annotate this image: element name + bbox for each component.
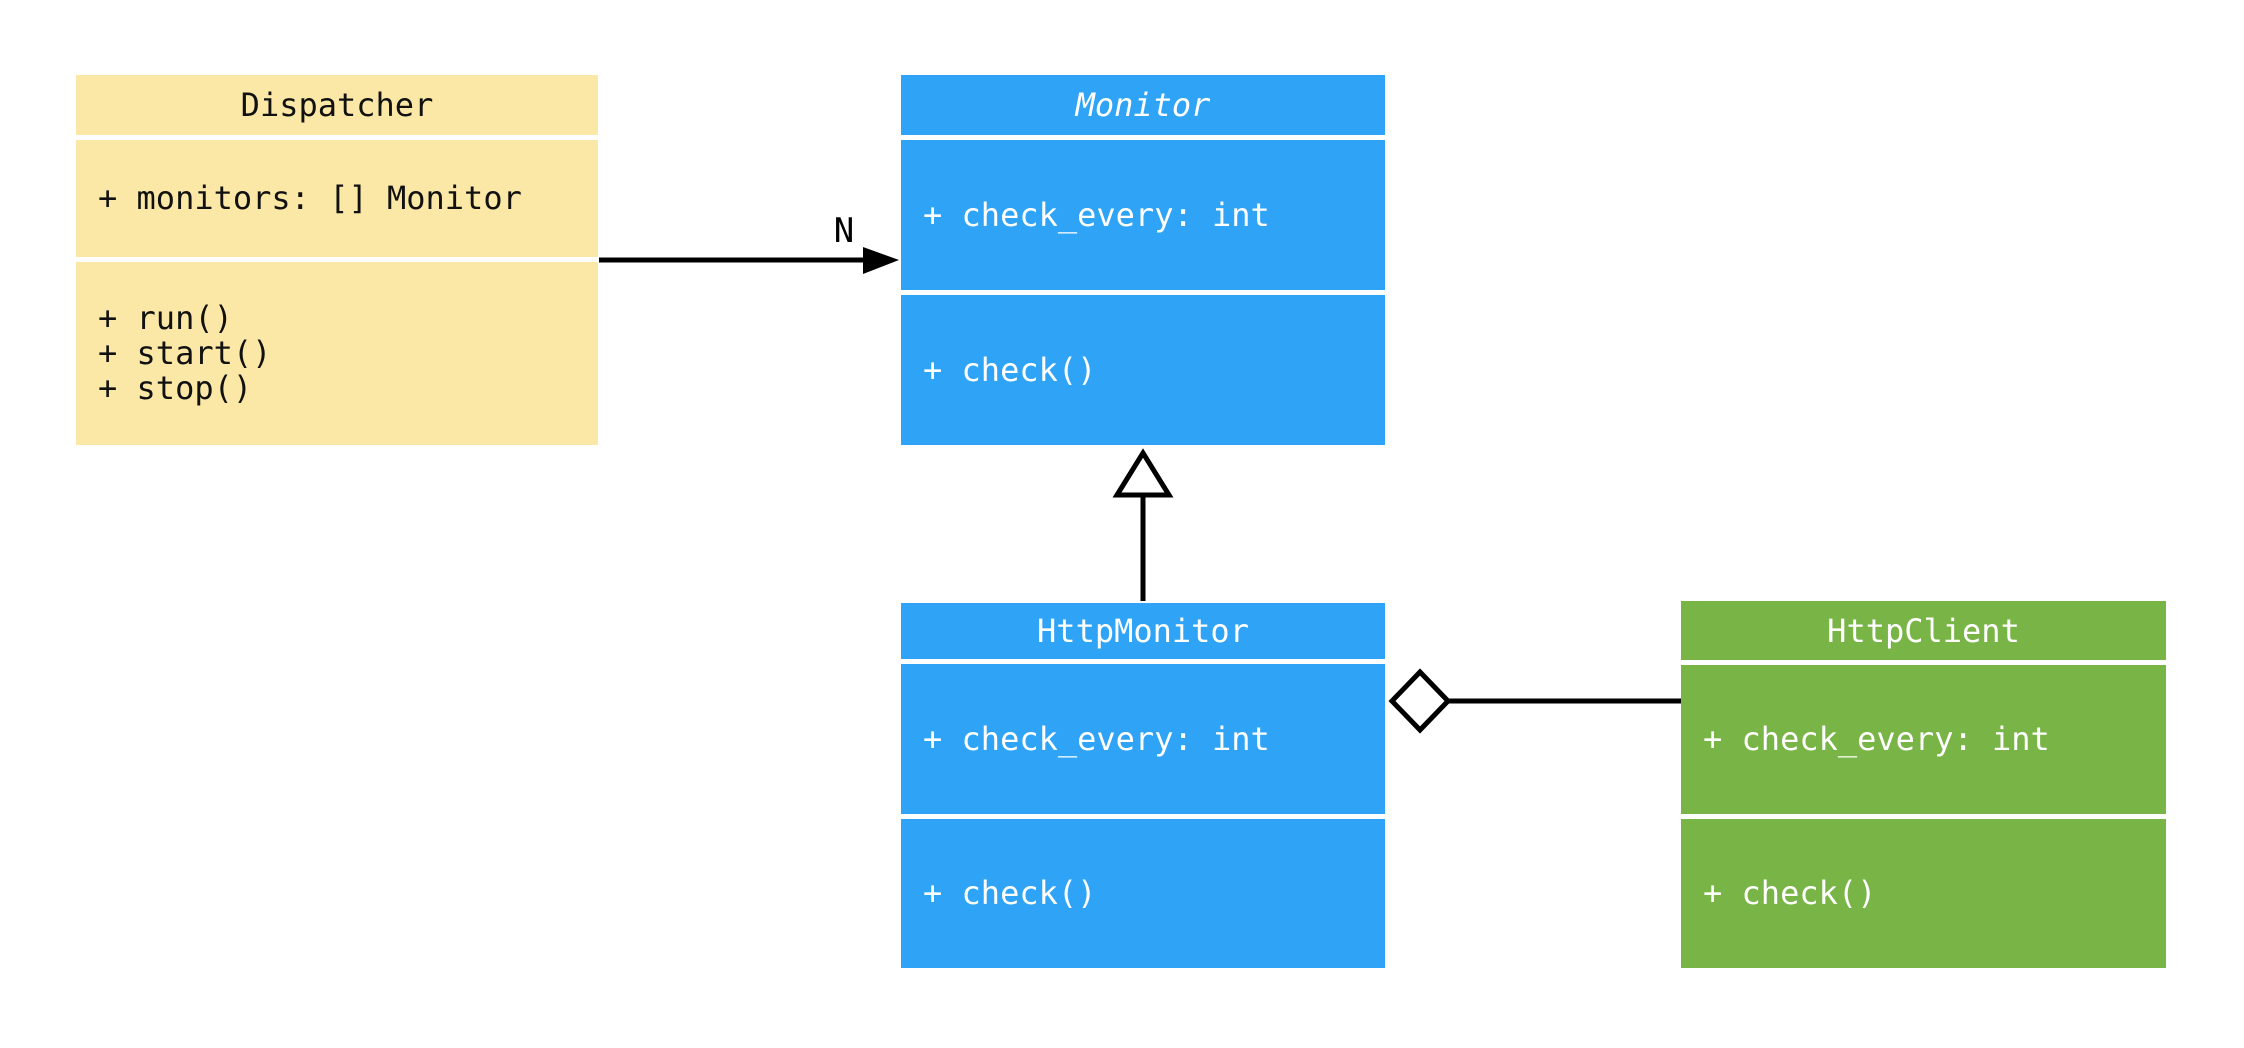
method-row: + check(): [923, 350, 1097, 389]
class-title-dispatcher: Dispatcher: [76, 75, 598, 135]
class-box-dispatcher: Dispatcher + monitors: [] Monitor + run(…: [76, 75, 598, 445]
association-arrowhead-icon: [863, 247, 899, 274]
method-row: + stop(): [98, 369, 253, 407]
inheritance-triangle-icon: [1112, 448, 1174, 498]
attribute-row: + check_every: int: [923, 719, 1270, 758]
aggregation-diamond-icon: [1388, 668, 1452, 734]
class-title-httpmonitor: HttpMonitor: [901, 603, 1385, 659]
method-row: + check(): [923, 874, 1097, 912]
attribute-row: + check_every: int: [1703, 720, 2050, 758]
class-box-httpmonitor: HttpMonitor + check_every: int + check(): [901, 603, 1385, 968]
multiplicity-label: N: [834, 211, 854, 251]
method-row: + check(): [1703, 874, 1877, 912]
attribute-row: + monitors: [] Monitor: [98, 179, 522, 217]
method-row: + start(): [98, 334, 272, 372]
methods-section: + run() + start() + stop(): [76, 262, 598, 445]
methods-section: + check(): [901, 819, 1385, 968]
class-box-monitor: Monitor + check_every: int + check(): [901, 75, 1385, 445]
class-title-httpclient: HttpClient: [1681, 601, 2166, 660]
methods-section: + check(): [901, 295, 1385, 445]
class-box-httpclient: HttpClient + check_every: int + check(): [1681, 601, 2166, 968]
attributes-section: + check_every: int: [901, 140, 1385, 290]
attributes-section: + check_every: int: [901, 664, 1385, 814]
class-title-monitor: Monitor: [901, 75, 1385, 135]
method-row: + run(): [98, 299, 233, 337]
attributes-section: + check_every: int: [1681, 665, 2166, 814]
attributes-section: + monitors: [] Monitor: [76, 140, 598, 257]
methods-section: + check(): [1681, 819, 2166, 968]
attribute-row: + check_every: int: [923, 195, 1270, 234]
